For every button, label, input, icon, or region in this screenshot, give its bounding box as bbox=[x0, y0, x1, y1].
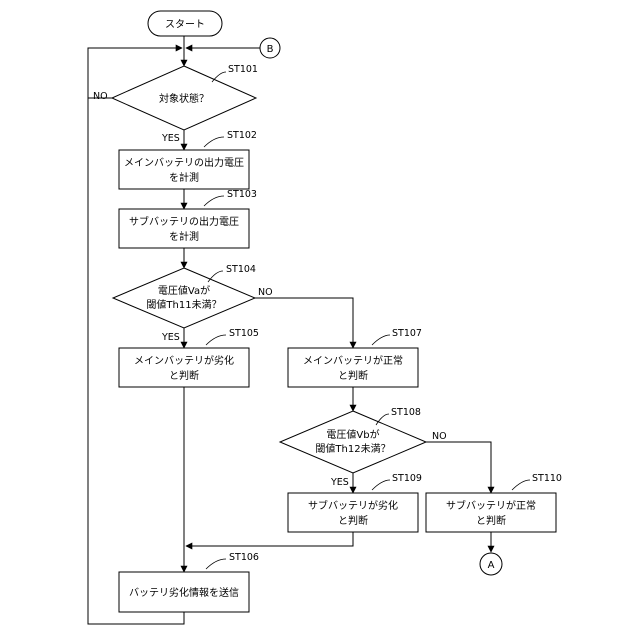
process-st109-line2: と判断 bbox=[338, 514, 368, 527]
process-st110-line1: サブバッテリが正常 bbox=[446, 499, 536, 512]
process-st102: メインバッテリの出力電圧 を計測 ST102 bbox=[119, 130, 257, 189]
step-id-st103: ST103 bbox=[227, 189, 257, 200]
decision-st101: 対象状態？ ST101 bbox=[112, 64, 258, 130]
process-st105: メインバッテリが劣化 と判断 ST105 bbox=[119, 328, 259, 387]
branch-label-st108-yes: YES bbox=[330, 477, 349, 488]
connector-b-label: B bbox=[267, 44, 274, 55]
process-st106-line1: バッテリ劣化情報を送信 bbox=[129, 586, 239, 599]
branch-label-st104-no: NO bbox=[258, 287, 273, 298]
process-st109: サブバッテリが劣化 と判断 ST109 bbox=[288, 473, 422, 532]
start-terminal: スタート bbox=[148, 11, 222, 36]
connector-b: B bbox=[260, 38, 280, 58]
decision-st101-text: 対象状態？ bbox=[159, 92, 209, 105]
process-st106: バッテリ劣化情報を送信 ST106 bbox=[119, 552, 259, 612]
start-label: スタート bbox=[165, 19, 205, 31]
decision-st104: 電圧値Vaが 閾値Th11未満？ ST104 bbox=[113, 264, 256, 328]
process-st110-line2: と判断 bbox=[476, 514, 506, 527]
step-id-st105: ST105 bbox=[229, 328, 259, 339]
step-id-st110: ST110 bbox=[532, 473, 562, 484]
step-id-st104: ST104 bbox=[226, 264, 256, 275]
step-id-st101: ST101 bbox=[228, 64, 258, 75]
decision-st108-line2: 閾値Th12未満？ bbox=[315, 442, 390, 455]
process-st107-line1: メインバッテリが正常 bbox=[303, 354, 403, 367]
flow-lines bbox=[88, 36, 491, 624]
branch-label-st104-yes: YES bbox=[161, 332, 180, 343]
step-id-st107: ST107 bbox=[392, 328, 422, 339]
decision-st104-line1: 電圧値Vaが bbox=[158, 284, 210, 297]
process-st105-line1: メインバッテリが劣化 bbox=[134, 354, 234, 367]
branch-label-st101-yes: YES bbox=[161, 133, 180, 144]
decision-st108-line1: 電圧値Vbが bbox=[326, 428, 379, 441]
process-st103-line1: サブバッテリの出力電圧 bbox=[129, 215, 239, 228]
branch-label-st108-no: NO bbox=[432, 431, 447, 442]
branch-label-st101-no: NO bbox=[93, 91, 108, 102]
connector-a: A bbox=[480, 553, 502, 575]
process-st107: メインバッテリが正常 と判断 ST107 bbox=[288, 328, 422, 387]
process-st103: サブバッテリの出力電圧 を計測 ST103 bbox=[119, 189, 257, 248]
decision-st108: 電圧値Vbが 閾値Th12未満？ ST108 bbox=[280, 407, 426, 473]
connector-a-label: A bbox=[488, 560, 495, 571]
step-id-st108: ST108 bbox=[391, 407, 421, 418]
step-id-st102: ST102 bbox=[227, 130, 257, 141]
process-st110: サブバッテリが正常 と判断 ST110 bbox=[426, 473, 562, 532]
process-st107-line2: と判断 bbox=[338, 369, 368, 382]
process-st105-line2: と判断 bbox=[169, 369, 199, 382]
process-st102-line2: を計測 bbox=[169, 171, 199, 184]
step-id-st109: ST109 bbox=[392, 473, 422, 484]
process-st103-line2: を計測 bbox=[169, 230, 199, 243]
process-st109-line1: サブバッテリが劣化 bbox=[308, 499, 398, 512]
decision-st104-line2: 閾値Th11未満？ bbox=[146, 298, 221, 311]
step-id-st106: ST106 bbox=[229, 552, 259, 563]
process-st102-line1: メインバッテリの出力電圧 bbox=[124, 156, 244, 169]
